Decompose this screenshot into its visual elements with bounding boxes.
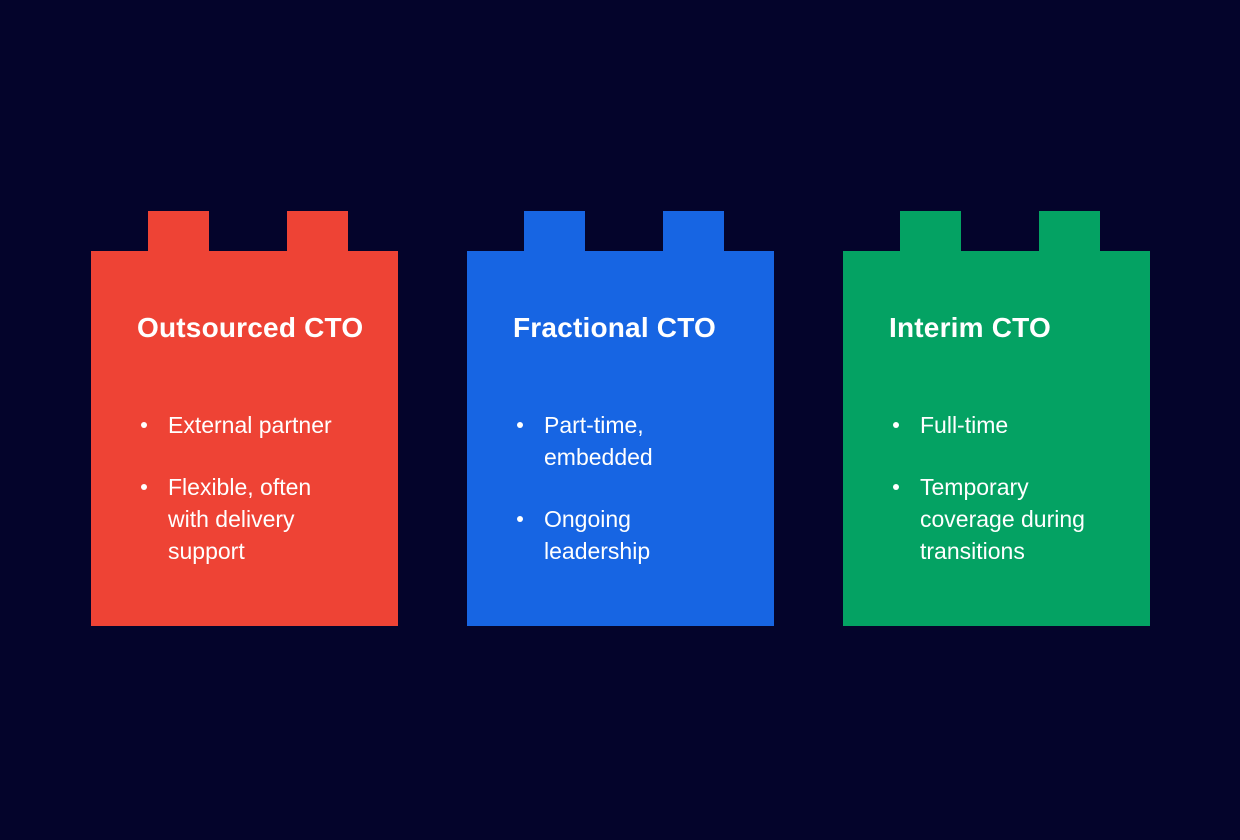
- bullet-list: Full-time Temporary coverage during tran…: [889, 409, 1112, 567]
- card-title: Fractional CTO: [513, 312, 716, 343]
- bullet-dot-icon: [893, 484, 899, 490]
- brick-studs: [91, 211, 398, 252]
- brick-stud: [287, 211, 348, 252]
- brick-card-fractional-cto: Fractional CTO Part-time, embedded Ongoi…: [467, 211, 774, 626]
- bullet-dot-icon: [893, 422, 899, 428]
- bullet-dot-icon: [517, 422, 523, 428]
- card-body: Outsourced CTO External partner Flexible…: [91, 251, 398, 626]
- brick-stud: [663, 211, 724, 252]
- bullet-text: Full-time: [920, 412, 1009, 438]
- card-title: Outsourced CTO: [137, 312, 364, 343]
- bullet-dot-icon: [517, 516, 523, 522]
- brick-stud: [524, 211, 585, 252]
- bullet-text: Part-time, embedded: [544, 412, 653, 470]
- bullet-item: Part-time, embedded: [513, 409, 736, 473]
- card-body: Fractional CTO Part-time, embedded Ongoi…: [467, 251, 774, 626]
- card-body: Interim CTO Full-time Temporary coverage…: [843, 251, 1150, 626]
- cards-row: Outsourced CTO External partner Flexible…: [91, 211, 1150, 626]
- bullet-text: Temporary coverage during transitions: [920, 474, 1085, 564]
- brick-card-outsourced-cto: Outsourced CTO External partner Flexible…: [91, 211, 398, 626]
- bullet-text: Flexible, often with delivery support: [168, 474, 312, 564]
- brick-stud: [148, 211, 209, 252]
- bullet-list: External partner Flexible, often with de…: [137, 409, 360, 567]
- bullet-dot-icon: [141, 484, 147, 490]
- bullet-item: External partner: [137, 409, 360, 441]
- bullet-dot-icon: [141, 422, 147, 428]
- bullet-text: Ongoing leadership: [544, 506, 651, 564]
- bullet-text: External partner: [168, 412, 332, 438]
- brick-studs: [467, 211, 774, 252]
- brick-card-interim-cto: Interim CTO Full-time Temporary coverage…: [843, 211, 1150, 626]
- card-title: Interim CTO: [889, 312, 1051, 343]
- brick-stud: [900, 211, 961, 252]
- brick-stud: [1039, 211, 1100, 252]
- bullet-item: Ongoing leadership: [513, 503, 736, 567]
- bullet-item: Full-time: [889, 409, 1112, 441]
- brick-studs: [843, 211, 1150, 252]
- bullet-item: Flexible, often with delivery support: [137, 471, 360, 567]
- bullet-list: Part-time, embedded Ongoing leadership: [513, 409, 736, 567]
- bullet-item: Temporary coverage during transitions: [889, 471, 1112, 567]
